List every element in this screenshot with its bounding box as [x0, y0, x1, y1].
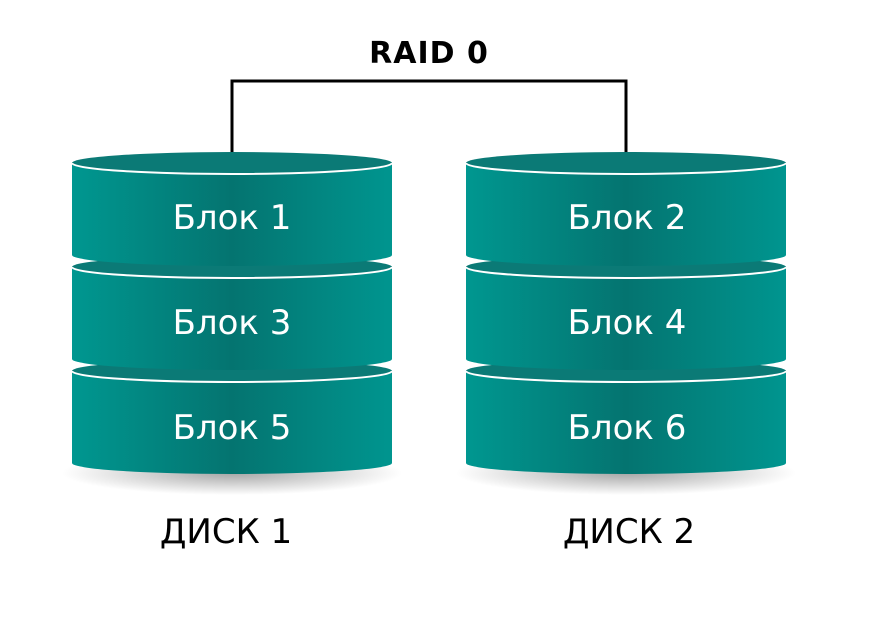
block-label-disk1-2: Блок 3 — [172, 303, 292, 343]
disk-stack-2 — [456, 152, 796, 495]
raid-title: RAID 0 — [369, 36, 489, 71]
block-label-disk2-2: Блок 4 — [567, 303, 687, 343]
disk-stack-1 — [62, 152, 402, 495]
disk-block-2-1 — [465, 152, 787, 266]
block-label-disk2-1: Блок 2 — [567, 198, 687, 238]
block-label-disk2-3: Блок 6 — [567, 408, 687, 448]
disk-label-1: ДИСК 1 — [159, 512, 293, 552]
block-label-disk1-3: Блок 5 — [172, 408, 292, 448]
block-label-disk1-1: Блок 1 — [172, 198, 292, 238]
raid-connector-line — [230, 79, 628, 162]
disk-block-1-2 — [71, 256, 393, 370]
disk-label-2: ДИСК 2 — [562, 512, 696, 552]
disk-block-1-1 — [71, 152, 393, 266]
